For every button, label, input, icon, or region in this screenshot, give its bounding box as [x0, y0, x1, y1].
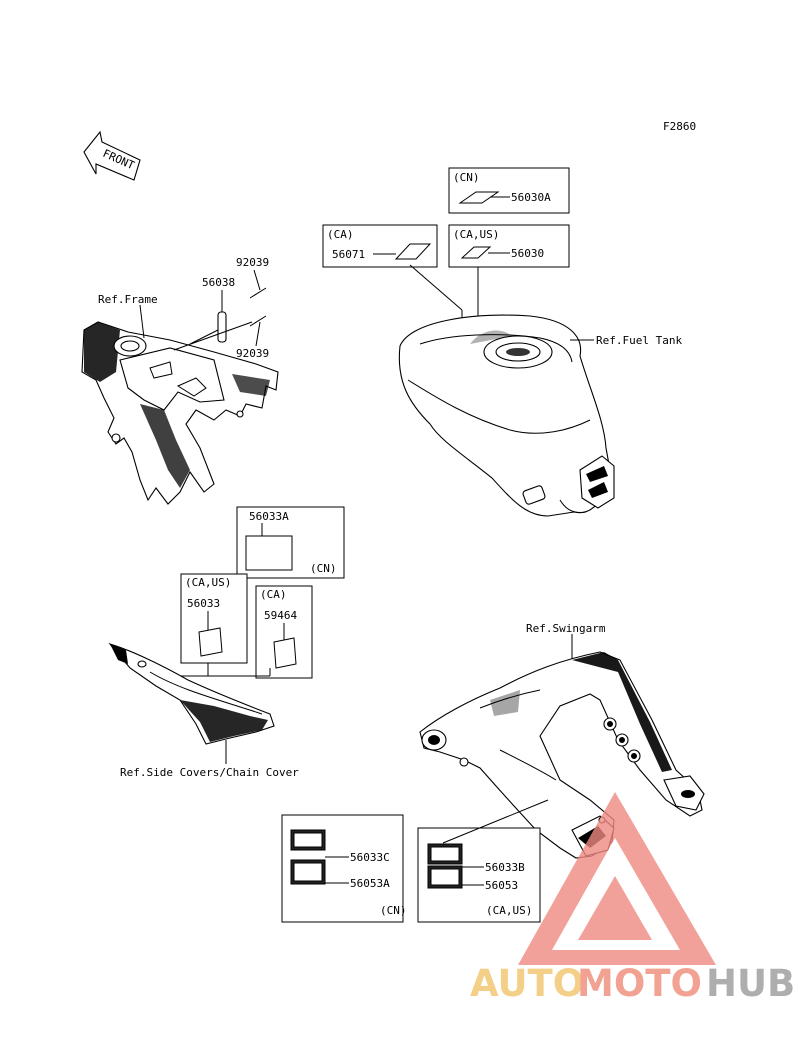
part-56033A: 56033A [249, 510, 289, 523]
box-fuel-tank-ca-region: (CA) [327, 228, 354, 241]
part-56053: 56053 [485, 879, 518, 892]
fuel-tank-drawing [398, 314, 615, 517]
decal-56053A-inner [293, 862, 323, 882]
decal-56053-inner [430, 868, 460, 886]
frame-part-92039-top: 92039 [236, 256, 269, 269]
ref-frame-label: Ref.Frame [98, 293, 158, 306]
part-56053A: 56053A [350, 877, 390, 890]
decal-56033C-inner [293, 832, 323, 848]
watermark-text-hub: HUB [706, 962, 795, 1005]
box-fuel-tank-ca-us [448, 224, 570, 268]
decal-56033B-inner [430, 846, 460, 862]
ref-fuel-tank-label: Ref.Fuel Tank [596, 334, 682, 347]
part-56030: 56030 [511, 247, 544, 260]
figure-code: F2860 [663, 120, 696, 133]
front-arrow-icon: FRONT [83, 130, 141, 181]
frame-part-56038: 56038 [202, 276, 235, 289]
box-swingarm-cn-region: (CN) [380, 904, 407, 917]
automotohub-watermark: AUTO MOTO HUB [470, 792, 795, 1005]
frame-part-92039-bottom: 92039 [236, 347, 269, 360]
part-56033C: 56033C [350, 851, 390, 864]
box-side-covers-ca-us-region: (CA,US) [185, 576, 231, 589]
decal-56030-icon [460, 246, 492, 259]
decal-56033-icon [198, 627, 223, 657]
part-56033: 56033 [187, 597, 220, 610]
part-56071: 56071 [332, 248, 365, 261]
box-swingarm-ca-us-region: (CA,US) [486, 904, 532, 917]
swingarm-drawing [419, 651, 705, 859]
box-fuel-tank-cn-region: (CN) [453, 171, 480, 184]
decal-56071-icon [394, 243, 432, 260]
side-cover-drawing [108, 642, 275, 745]
watermark-text-auto: AUTO [470, 962, 584, 1005]
watermark-text-moto: MOTO [577, 962, 702, 1005]
part-56030A: 56030A [511, 191, 551, 204]
sticker-56038-icon [217, 311, 227, 343]
decal-59464-icon [273, 637, 297, 669]
box-side-covers-ca-region: (CA) [260, 588, 287, 601]
box-fuel-tank-cn [448, 167, 570, 214]
ref-side-covers-label: Ref.Side Covers/Chain Cover [120, 766, 299, 779]
part-59464: 59464 [264, 609, 297, 622]
box-fuel-tank-ca-us-region: (CA,US) [453, 228, 499, 241]
decal-56030A-icon [458, 191, 500, 204]
ref-swingarm-label: Ref.Swingarm [526, 622, 606, 635]
frame-drawing [81, 321, 279, 505]
decal-56033A-icon [245, 535, 293, 571]
part-56033B: 56033B [485, 861, 525, 874]
box-side-covers-cn-region: (CN) [310, 562, 337, 575]
